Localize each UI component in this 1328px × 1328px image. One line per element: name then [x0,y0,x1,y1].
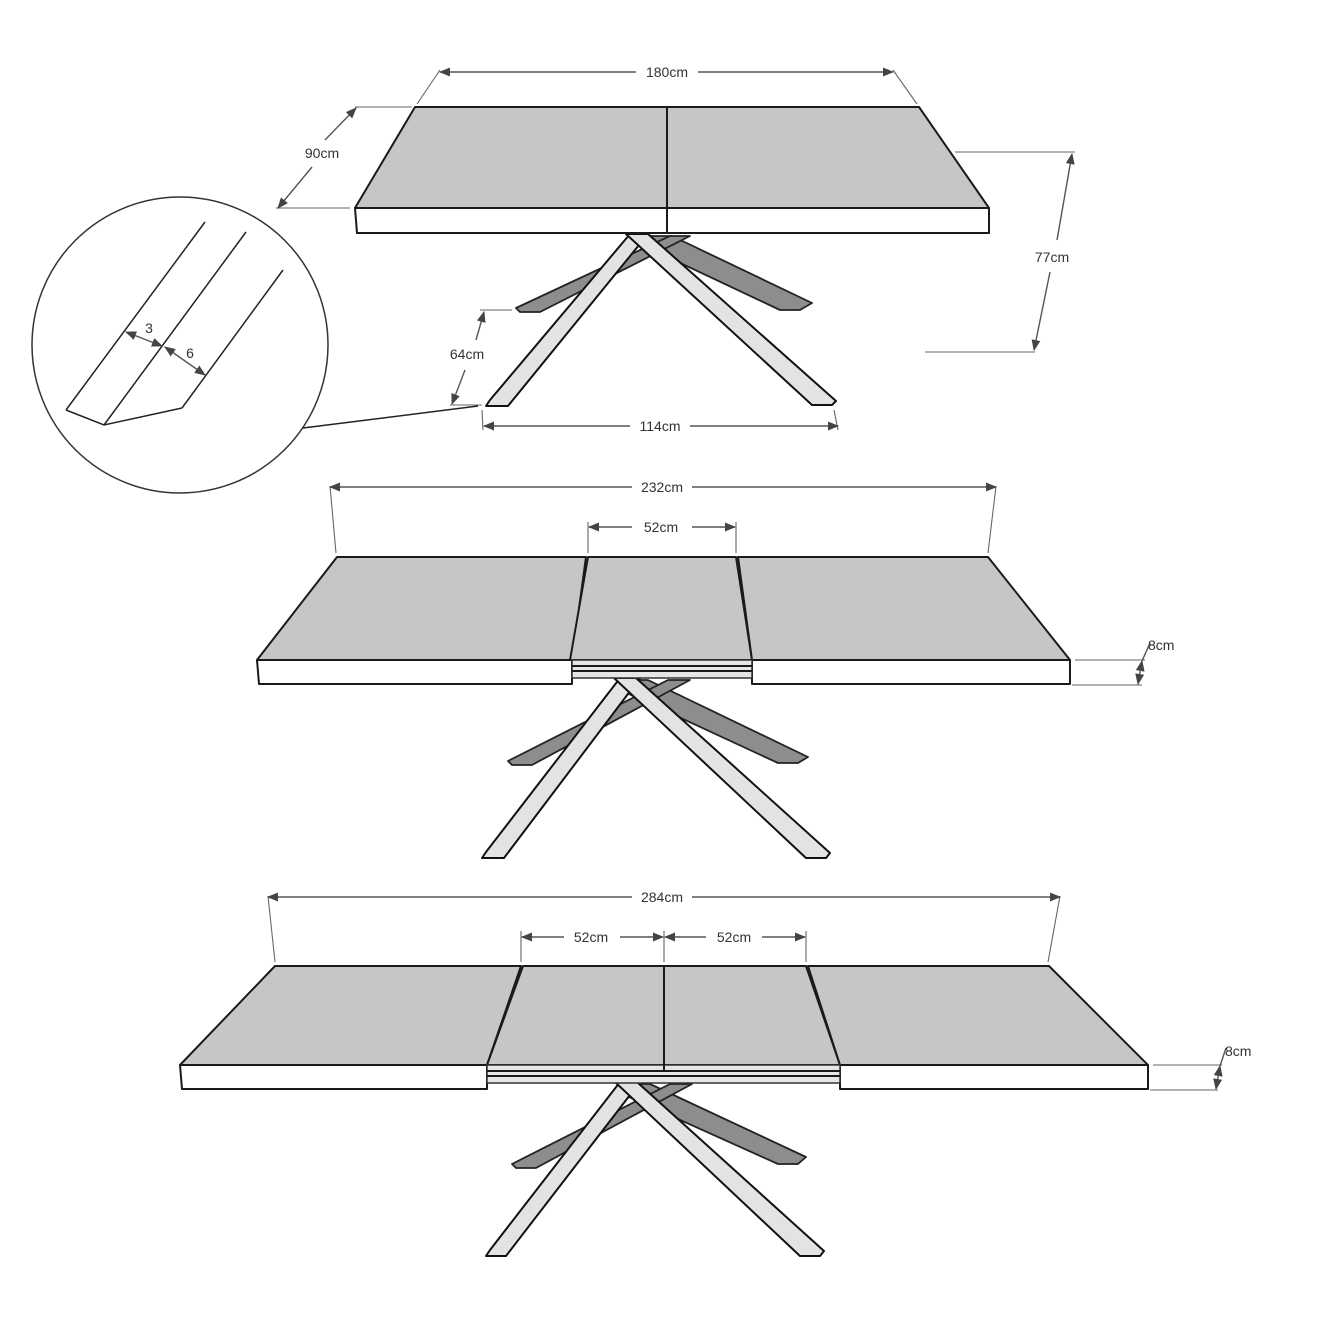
label-77: 77cm [1035,249,1069,265]
label-52-right: 52cm [717,929,751,945]
label-52: 52cm [644,519,678,535]
dim-leg-span-114: 114cm [481,409,840,434]
back-legs [507,679,809,766]
label-8-a: 8cm [1148,637,1174,653]
label-90: 90cm [305,145,339,161]
leg-cross-section: 3 6 [65,221,284,426]
closed-table-view: 180cm 90cm 77cm 64cm [276,64,1075,434]
two-leaf-view: 284cm 52cm 52cm 8cm [179,889,1251,1257]
dim-length-232: 232cm [328,479,998,554]
dim-leaf-52-left: 52cm [520,929,665,962]
dim-leaf-52-right: 52cm [663,929,807,962]
label-8-b: 8cm [1225,1043,1251,1059]
dim-height-77: 77cm [925,151,1075,353]
back-legs [511,1083,807,1169]
label-284: 284cm [641,889,683,905]
label-52-left: 52cm [574,929,608,945]
detail-label-3: 3 [145,320,153,336]
dim-thickness-8: 8cm [1150,1043,1251,1091]
leg-detail-callout: 3 6 [31,196,479,494]
dim-length-180: 180cm [416,64,918,105]
two-leaf-tabletop [179,965,1149,1090]
detail-circle [31,196,329,494]
front-legs [481,677,831,859]
callout-leader [302,405,479,429]
label-232: 232cm [641,479,683,495]
label-180: 180cm [646,64,688,80]
label-114: 114cm [640,418,681,434]
front-legs [485,1081,825,1257]
front-legs [485,233,837,407]
dim-leaf-52: 52cm [587,519,737,553]
dim-thickness-8: 8cm [1072,637,1174,686]
dim-depth-90: 90cm [276,106,412,209]
label-64: 64cm [450,346,484,362]
dim-length-284: 284cm [266,889,1062,963]
detail-label-6: 6 [186,345,194,361]
closed-tabletop [354,106,990,234]
one-leaf-view: 232cm 52cm 8cm [256,479,1174,859]
dim-leg-height-64: 64cm [450,309,512,406]
one-leaf-tabletop [256,556,1071,685]
